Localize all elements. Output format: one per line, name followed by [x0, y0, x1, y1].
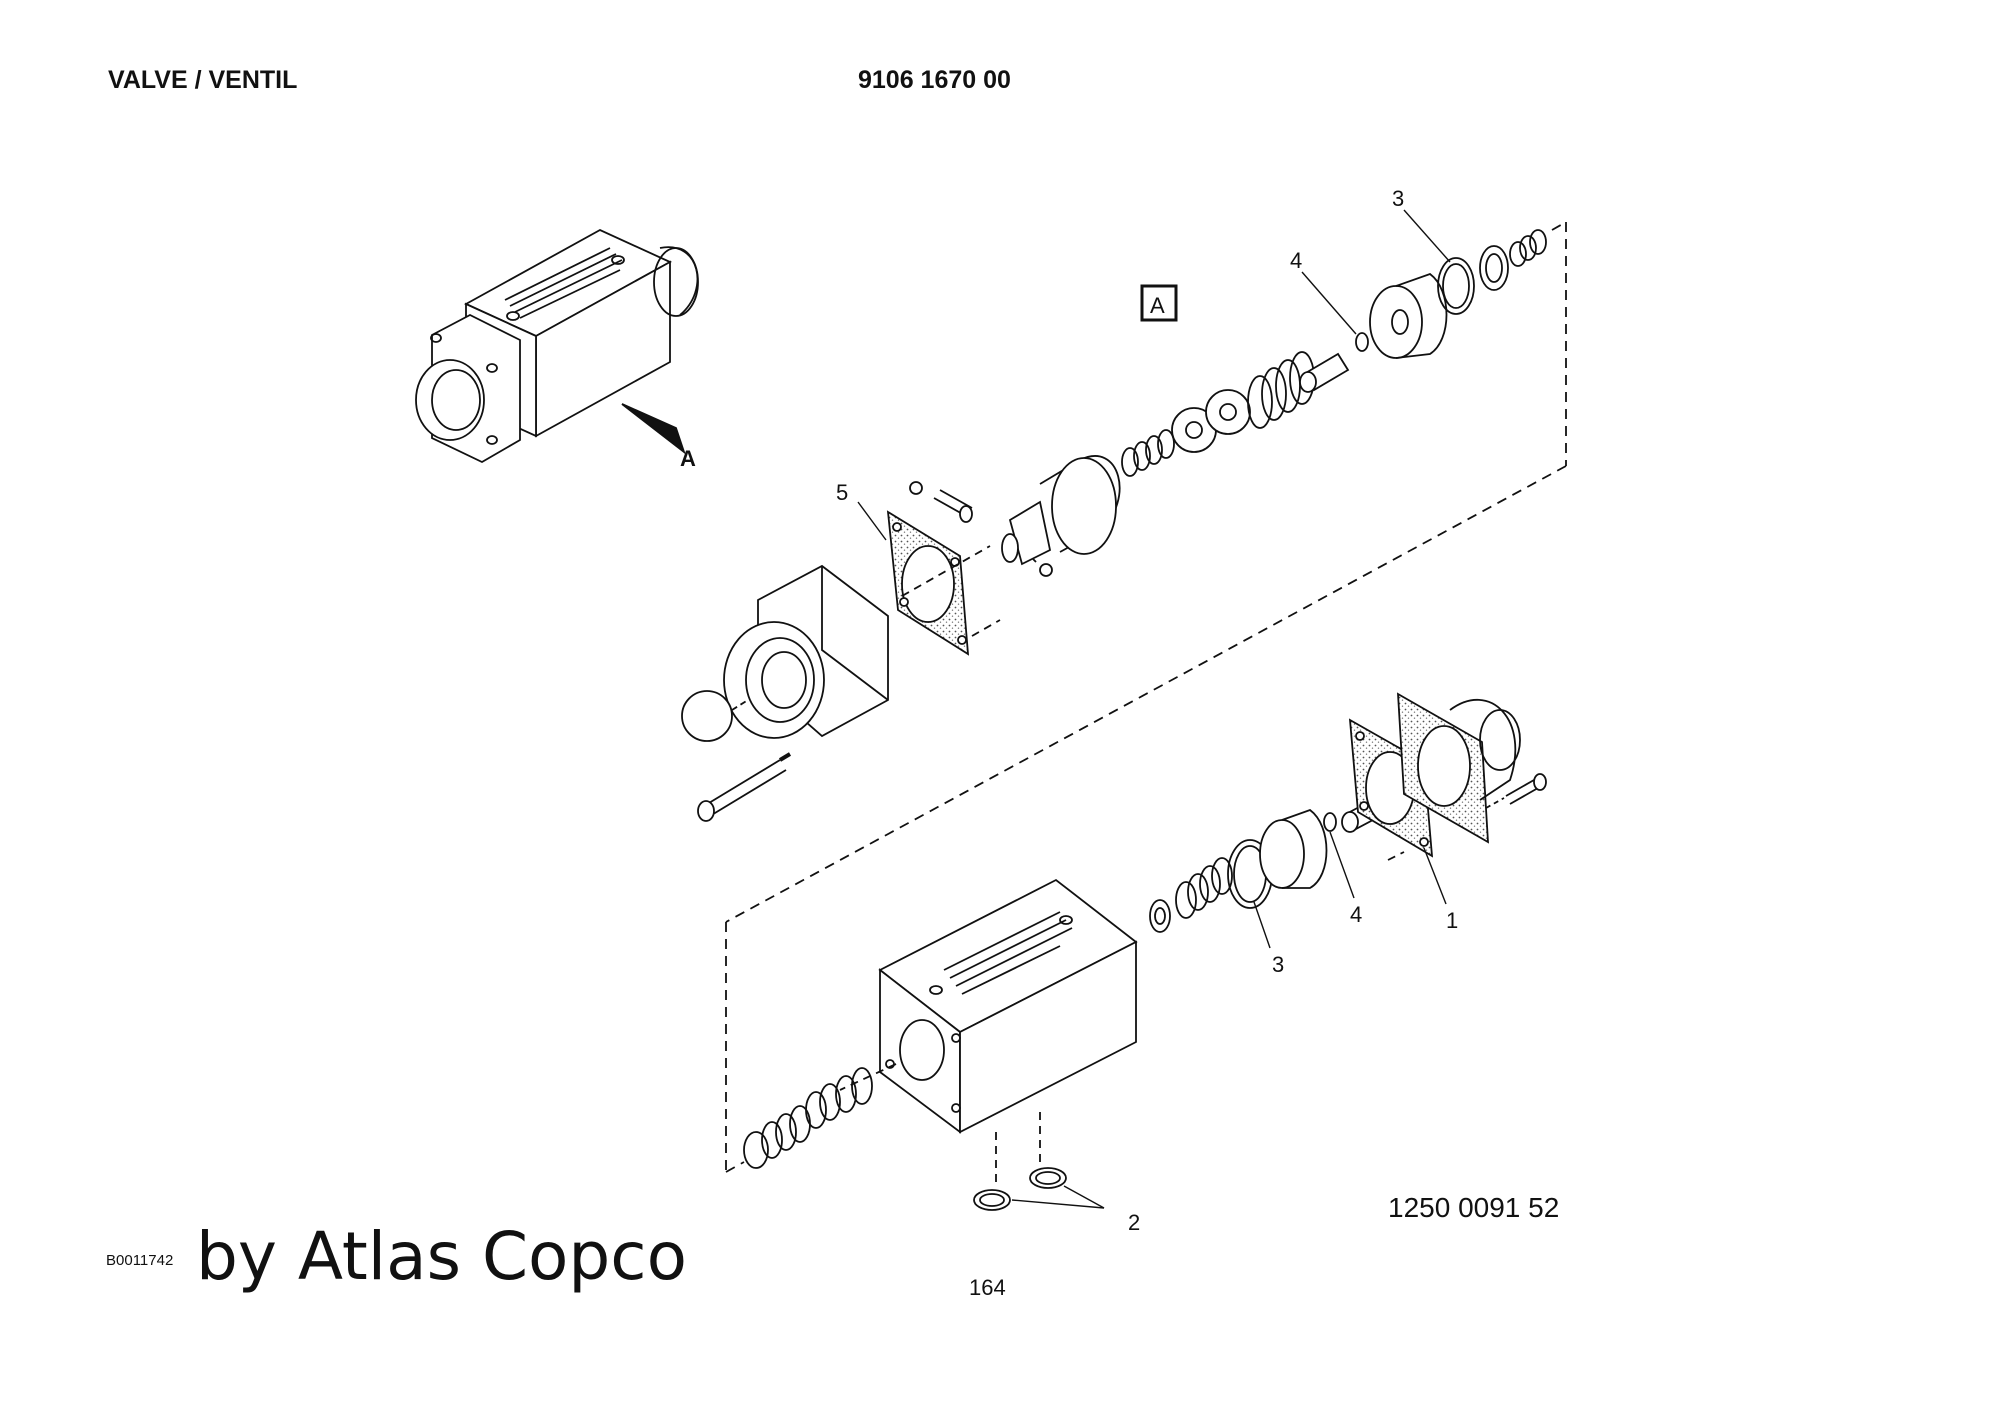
screw [1485, 773, 1547, 809]
seat-bottom [1259, 808, 1328, 889]
gasket-bottom [1348, 718, 1434, 858]
pilot-housing [723, 564, 889, 739]
spool [743, 1067, 873, 1169]
image-code: B0011742 [106, 1252, 174, 1269]
callout-3-bottom: 3 [1272, 952, 1284, 977]
page-title: VALVE / VENTIL [108, 66, 298, 94]
brand-watermark: by Atlas Copco [196, 1218, 687, 1295]
assembly-guide-lines [725, 221, 1567, 1173]
callout-4-top: 4 [1290, 248, 1302, 273]
valve-body [878, 878, 1138, 1134]
end-plug [1509, 229, 1547, 267]
gasket-top [886, 510, 970, 656]
long-bolt [697, 752, 792, 822]
bottom-seals [973, 1112, 1067, 1211]
star-washers [1171, 389, 1251, 453]
callout-5: 5 [836, 480, 848, 505]
washer-top [1479, 245, 1509, 291]
view-marker-box [1140, 284, 1178, 322]
callout-4-bottom: 4 [1350, 902, 1362, 927]
view-arrow-icon [621, 403, 686, 455]
flange [1397, 692, 1521, 844]
page-number: 164 [969, 1275, 1006, 1300]
part-number: 9106 1670 00 [858, 66, 1011, 94]
piston [1001, 455, 1121, 566]
small-spring [1121, 429, 1175, 477]
o-ring-bottom [1323, 812, 1337, 832]
ring-top [1437, 257, 1475, 315]
valve-seat [1369, 272, 1448, 359]
o-ring-top [1355, 332, 1369, 352]
plunger-rod [1299, 352, 1350, 393]
washer-bottom [1149, 899, 1171, 933]
view-marker-label: A [1150, 293, 1165, 318]
callout-2: 2 [1128, 1210, 1140, 1235]
reference-number: 1250 0091 52 [1388, 1192, 1560, 1223]
callout-3-top: 3 [1392, 186, 1404, 211]
assembled-valve [415, 228, 699, 464]
ball [681, 690, 733, 742]
spring-bottom [1175, 857, 1233, 919]
callout-1: 1 [1446, 908, 1458, 933]
callout-leaders [857, 209, 1451, 1209]
view-arrow-label: A [680, 446, 696, 471]
